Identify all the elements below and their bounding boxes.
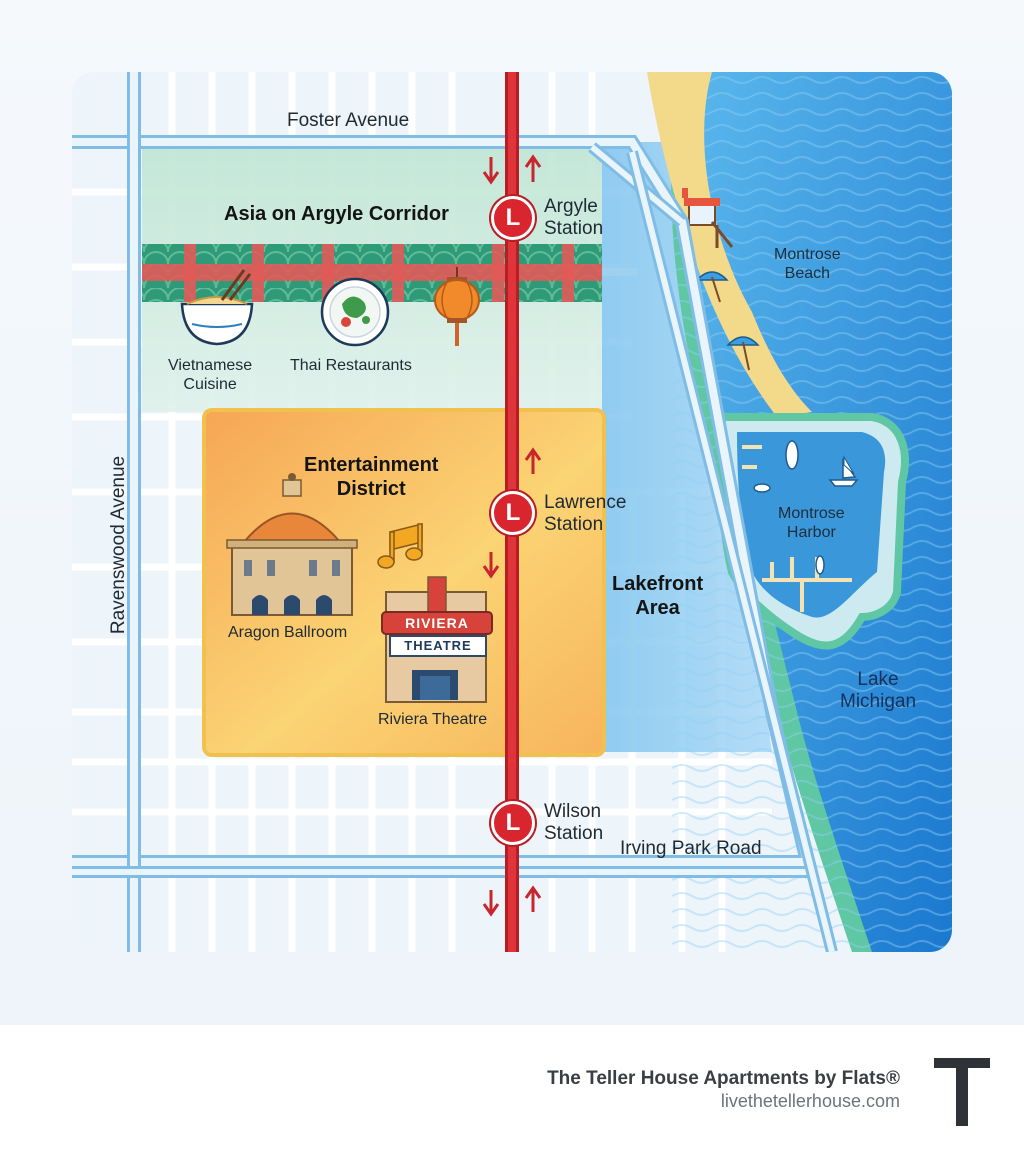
aragon-ballroom-icon bbox=[226, 473, 358, 616]
lawrence-station-marker[interactable]: L bbox=[491, 491, 535, 535]
riviera-sign-top: RIVIERA bbox=[405, 615, 469, 631]
neighborhood-map[interactable]: Foster Avenue Ravenswood Avenue Irving P… bbox=[72, 72, 952, 952]
music-note-icon bbox=[377, 523, 423, 569]
argyle-station-marker[interactable]: L bbox=[491, 196, 535, 240]
montrose-beach-label: Montrose Beach bbox=[774, 246, 841, 282]
harbor-water bbox=[737, 432, 886, 618]
montrose-beach bbox=[647, 72, 812, 417]
argyle-station-label: Argyle Station bbox=[544, 196, 604, 239]
teller-house-logo: T bbox=[934, 1058, 990, 1126]
thai-restaurants-label: Thai Restaurants bbox=[290, 357, 412, 374]
entertainment-district-title: Entertainment District bbox=[304, 454, 439, 500]
riviera-theatre-label: Riviera Theatre bbox=[378, 711, 488, 728]
vietnamese-cuisine-label: Vietnamese Cuisine bbox=[168, 357, 253, 393]
lake-michigan-label: Lake Michigan bbox=[840, 669, 917, 712]
wilson-station-label: Wilson Station bbox=[544, 801, 604, 844]
riviera-sign-bottom: THEATRE bbox=[404, 638, 472, 653]
riviera-theatre-icon bbox=[381, 576, 493, 703]
sailboat-icon bbox=[843, 455, 855, 475]
umbrella-icon bbox=[695, 271, 760, 371]
noodle-bowl-icon bbox=[180, 269, 254, 346]
asia-corridor-title: Asia on Argyle Corridor bbox=[224, 203, 449, 225]
footer-url-link[interactable]: livethetellerhouse.com bbox=[720, 1091, 900, 1111]
footer-title: The Teller House Apartments by Flats® bbox=[547, 1068, 900, 1089]
thai-plate-icon bbox=[320, 277, 390, 347]
irving-park-road-label: Irving Park Road bbox=[620, 838, 762, 859]
lantern-icon bbox=[434, 267, 480, 346]
lawrence-station-label: Lawrence Station bbox=[544, 492, 627, 535]
montrose-harbor-label: Montrose Harbor bbox=[778, 505, 845, 541]
aragon-ballroom-label: Aragon Ballroom bbox=[228, 624, 348, 641]
wilson-station-marker[interactable]: L bbox=[491, 801, 535, 845]
main-roads bbox=[72, 72, 838, 952]
foster-avenue-label: Foster Avenue bbox=[287, 110, 410, 131]
lakefront-area-title: Lakefront Area bbox=[612, 573, 704, 619]
ravenswood-avenue-label: Ravenswood Avenue bbox=[108, 455, 130, 635]
direction-arrows bbox=[482, 154, 542, 917]
